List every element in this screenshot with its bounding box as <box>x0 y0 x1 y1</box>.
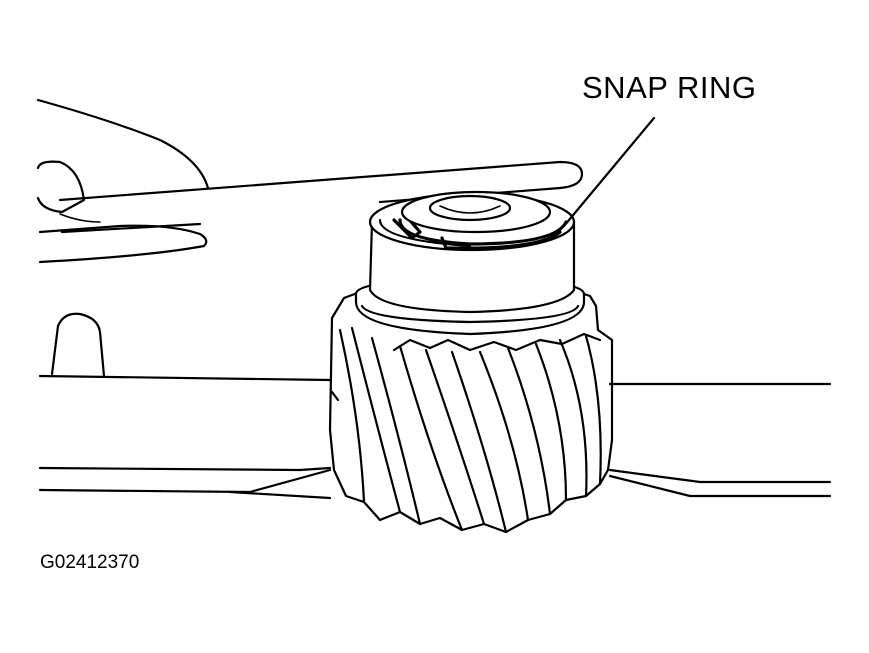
snap-ring <box>378 214 568 250</box>
callout-leader-line <box>562 116 656 228</box>
figure-id: G02412370 <box>40 552 140 573</box>
hand <box>36 98 210 264</box>
transmission-case <box>38 312 832 500</box>
screwdriver <box>58 160 584 234</box>
snap-ring-label: SNAP RING <box>582 70 757 105</box>
shaft-end <box>400 190 552 234</box>
helical-gear <box>328 290 614 534</box>
